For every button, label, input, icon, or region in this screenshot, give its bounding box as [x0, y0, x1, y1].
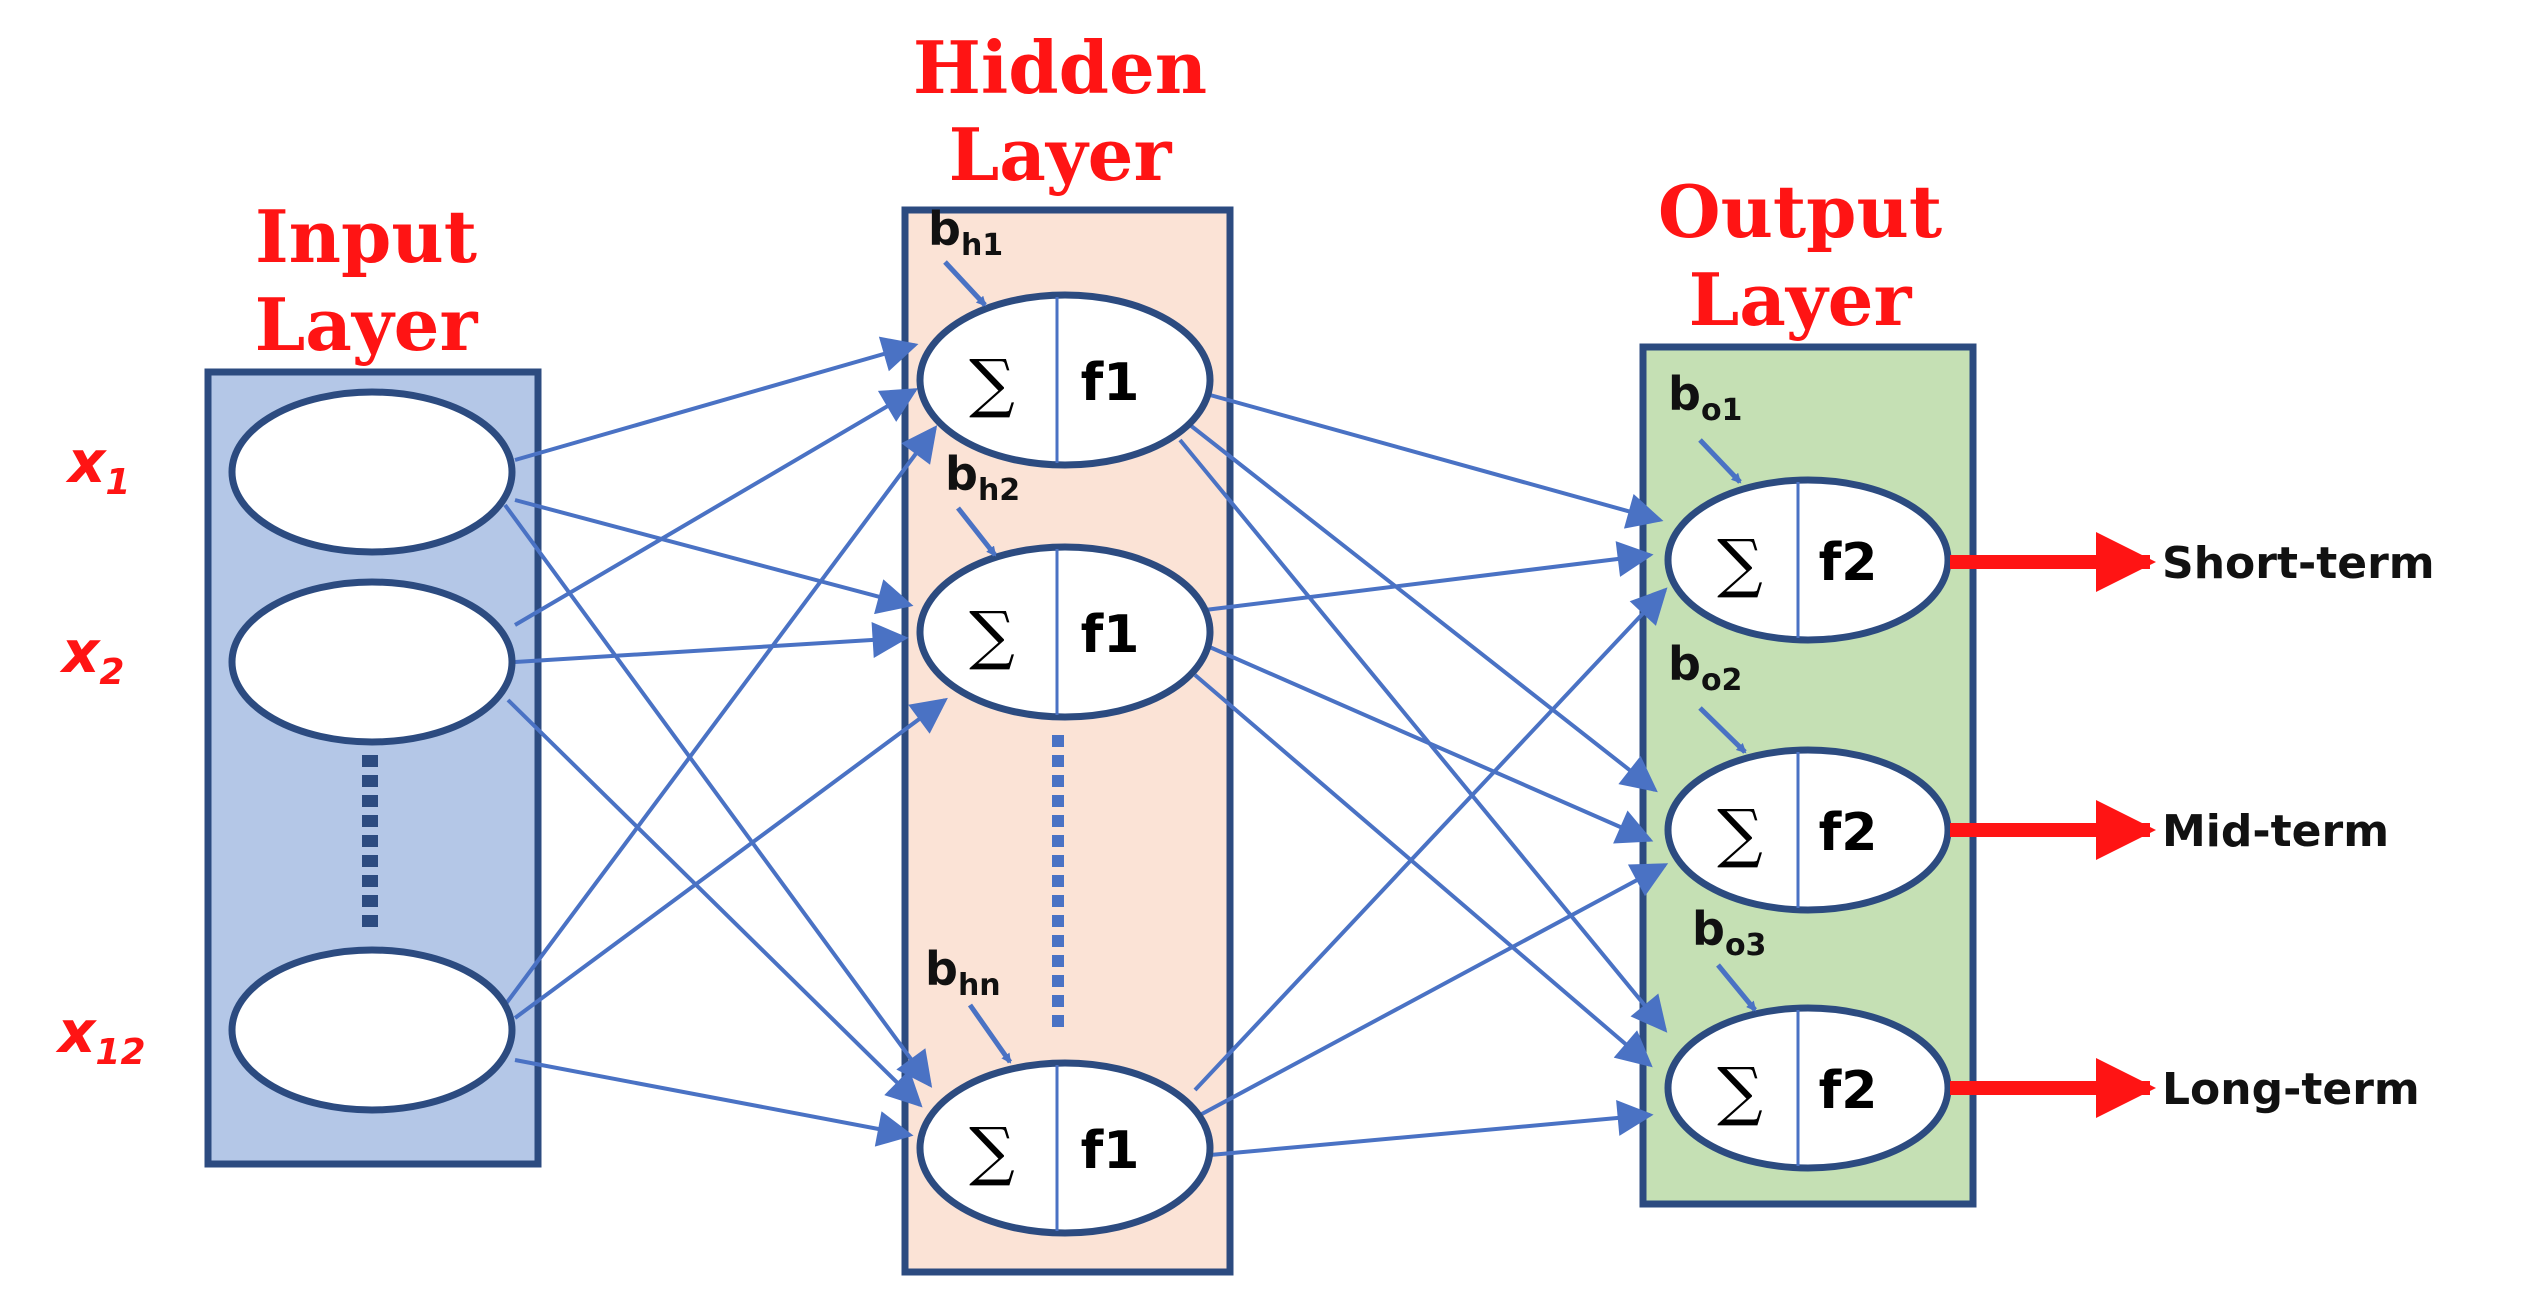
- sum-symbol: ∑: [969, 1115, 1015, 1189]
- connection-x1-hn: [503, 503, 933, 1088]
- input-label-x2: x2: [59, 618, 124, 693]
- hidden-layer-title-line2: Layer: [949, 112, 1173, 197]
- hidden-output-connections: [1178, 393, 1669, 1157]
- bias-arrow-hn: [967, 1003, 1013, 1064]
- connection-x1-h1: [514, 336, 919, 462]
- hidden-neuron-2: ∑ f1: [916, 543, 1214, 721]
- connection-x1-h2: [514, 498, 914, 615]
- output-neuron-1: ∑ f2: [1664, 476, 1952, 644]
- connection-h1-o2: [1188, 423, 1658, 793]
- activation-label: f1: [1081, 605, 1140, 665]
- input-layer-title-line1: Input: [255, 194, 477, 279]
- hidden-neuron-n: ∑ f1: [916, 1059, 1214, 1237]
- connection-x12-hn: [514, 1058, 914, 1147]
- hidden-layer-title-line1: Hidden: [913, 25, 1207, 110]
- input-neuron-x1: [228, 388, 516, 556]
- hidden-bias-hn: bhn: [925, 942, 1001, 1003]
- sum-symbol: ∑: [969, 347, 1015, 421]
- activation-label: f1: [1081, 1121, 1140, 1181]
- output-bias-o1: bo1: [1668, 367, 1742, 428]
- connection-hn-o1: [1193, 587, 1668, 1092]
- connection-h1-o1: [1209, 393, 1664, 529]
- sum-symbol: ∑: [1717, 797, 1763, 871]
- input-label-x12: x12: [55, 998, 146, 1073]
- activation-label: f2: [1819, 803, 1878, 863]
- connection-x2-h1: [513, 388, 919, 627]
- connection-x12-h1: [503, 425, 938, 1007]
- output-layer-title-line1: Output: [1658, 169, 1942, 254]
- hidden-bias-h2: bh2: [945, 447, 1020, 508]
- output-neuron-3: ∑ f2: [1664, 1004, 1952, 1172]
- connection-x2-hn: [506, 698, 923, 1108]
- connection-h2-o2: [1204, 643, 1654, 844]
- connection-x12-h2: [513, 697, 948, 1020]
- bias-arrow-h2: [956, 506, 997, 557]
- output-neuron-2: ∑ f2: [1664, 746, 1952, 914]
- hidden-bias-h1: bh1: [928, 202, 1003, 263]
- connection-h1-o3: [1178, 438, 1668, 1033]
- input-neuron-x2: [228, 578, 516, 746]
- connection-h2-o3: [1193, 673, 1653, 1068]
- bias-arrow-h1: [943, 260, 987, 307]
- activation-label: f1: [1081, 353, 1140, 413]
- connection-h2-o1: [1204, 541, 1654, 612]
- bias-arrow-o2: [1698, 706, 1747, 754]
- bias-arrow-o3: [1716, 963, 1757, 1012]
- input-label-x1: x1: [65, 428, 130, 503]
- output-label-short-term: Short-term: [2162, 538, 2435, 589]
- activation-label: f2: [1819, 533, 1878, 593]
- output-label-long-term: Long-term: [2162, 1064, 2420, 1115]
- sum-symbol: ∑: [1717, 1055, 1763, 1129]
- connection-hn-o2: [1199, 863, 1669, 1117]
- output-layer-title-line2: Layer: [1689, 257, 1913, 342]
- sum-symbol: ∑: [969, 599, 1015, 673]
- hidden-neuron-1: ∑ f1: [916, 291, 1214, 469]
- input-neuron-x12: [228, 946, 516, 1114]
- output-bias-o3: bo3: [1692, 902, 1766, 963]
- output-label-mid-term: Mid-term: [2162, 806, 2389, 857]
- input-layer-title-line2: Layer: [255, 282, 479, 367]
- output-bias-o2: bo2: [1668, 637, 1742, 698]
- sum-symbol: ∑: [1717, 527, 1763, 601]
- connection-hn-o3: [1209, 1100, 1654, 1157]
- activation-label: f2: [1819, 1061, 1878, 1121]
- connection-x2-h2: [514, 622, 909, 664]
- bias-arrow-o1: [1698, 438, 1742, 484]
- input-hidden-connections: [503, 336, 948, 1147]
